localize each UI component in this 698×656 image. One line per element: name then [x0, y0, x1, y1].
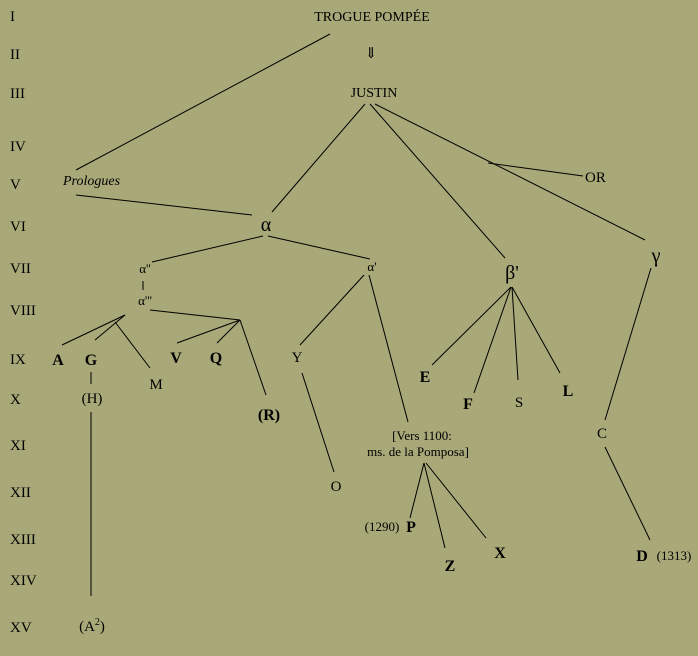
- node-G: G: [85, 352, 98, 369]
- edge-hyp-V: [176, 319, 241, 344]
- edge-alpha3-G: [94, 314, 126, 341]
- node-L: L: [563, 383, 574, 400]
- node-pomposa-line1: [Vers 1100:: [392, 428, 452, 443]
- century-label: XV: [10, 620, 32, 636]
- edge-pomposa-P: [409, 462, 425, 519]
- edge-alphaprime-pomposa: [368, 274, 409, 423]
- node-beta-prime: β': [505, 262, 519, 284]
- century-label: IV: [10, 139, 26, 155]
- edge-C-D: [604, 446, 651, 541]
- edge-beta-L: [511, 286, 561, 374]
- node-S: S: [515, 395, 523, 411]
- century-label: X: [10, 392, 21, 408]
- stemma-nodes: TROGUE POMPÉE ⇓ JUSTIN Prologues α α'' α…: [52, 8, 691, 635]
- node-A: A: [52, 352, 64, 369]
- stemma-edges: [61, 33, 652, 596]
- edge-beta-F: [473, 286, 512, 394]
- century-label: V: [10, 177, 21, 193]
- node-E: E: [420, 369, 431, 386]
- edge-pomposa-X: [425, 462, 487, 539]
- edge-hyp-R: [239, 319, 267, 396]
- node-Z: Z: [445, 558, 456, 575]
- node-justin: JUSTIN: [351, 86, 398, 101]
- century-label: XI: [10, 438, 26, 454]
- edge-prologues-alpha: [75, 194, 253, 216]
- edge-alphaprime-Y: [299, 274, 365, 346]
- node-A2: (A2): [79, 617, 105, 635]
- edge-alpha3-AG: [61, 314, 126, 346]
- node-C: C: [597, 426, 607, 442]
- edge-alpha3-hyp: [149, 309, 241, 321]
- node-H: (H): [82, 391, 103, 407]
- node-F: F: [463, 396, 473, 413]
- node-V: V: [170, 350, 182, 367]
- node-P: P: [406, 519, 416, 536]
- node-or: OR: [585, 170, 606, 186]
- node-O: O: [331, 479, 342, 495]
- edge-beta-E: [431, 286, 512, 366]
- edge-or: [487, 162, 584, 177]
- edge-gamma-C: [604, 267, 652, 421]
- node-alpha-prime: α': [367, 259, 376, 274]
- edge-pomposa-Z: [423, 462, 446, 549]
- node-M: M: [149, 377, 162, 393]
- edge-beta-S: [511, 286, 519, 381]
- node-trogue-pompee: TROGUE POMPÉE: [314, 8, 430, 25]
- century-label: III: [10, 86, 25, 102]
- node-alpha: α: [261, 214, 272, 236]
- node-alpha-double-prime: α'': [139, 261, 151, 276]
- node-A2-base: A: [84, 619, 95, 635]
- edge-trogue-prologues: [75, 33, 331, 171]
- node-Q: Q: [210, 350, 222, 367]
- century-label: II: [10, 47, 20, 63]
- edge-justin-gamma: [374, 103, 646, 241]
- edge-alpha-alphaprime: [267, 235, 371, 260]
- node-D-date: (1313): [657, 548, 692, 563]
- edge-alpha3-M: [114, 321, 151, 369]
- node-alpha-triple-prime: α''': [138, 293, 152, 308]
- node-R: (R): [258, 407, 280, 424]
- node-pomposa-line2: ms. de la Pomposa]: [367, 444, 469, 459]
- node-gamma: γ: [651, 245, 661, 267]
- edge-justin-alpha: [271, 103, 366, 213]
- node-prologues: Prologues: [62, 174, 121, 189]
- century-label: VII: [10, 261, 31, 277]
- node-X: X: [494, 545, 506, 562]
- edge-justin-beta: [369, 103, 506, 259]
- century-label: IX: [10, 352, 26, 368]
- century-label: XII: [10, 485, 31, 501]
- century-label: XIII: [10, 532, 36, 548]
- century-label: VI: [10, 219, 26, 235]
- century-label: VIII: [10, 303, 36, 319]
- century-label: XIV: [10, 573, 37, 589]
- node-Y: Y: [292, 350, 303, 366]
- edge-alpha-alpha2: [151, 235, 264, 263]
- node-R-letter: R: [263, 407, 275, 424]
- arrow-down-icon: ⇓: [365, 46, 378, 62]
- node-P-date: (1290): [365, 519, 400, 534]
- century-label: I: [10, 9, 15, 25]
- edge-hyp-Q: [216, 319, 241, 344]
- century-labels: I II III IV V VI VII VIII IX X XI XII XI…: [10, 9, 37, 636]
- edge-Y-O: [301, 372, 335, 473]
- node-A2-superscript: 2: [95, 617, 100, 628]
- node-D: D: [636, 548, 648, 565]
